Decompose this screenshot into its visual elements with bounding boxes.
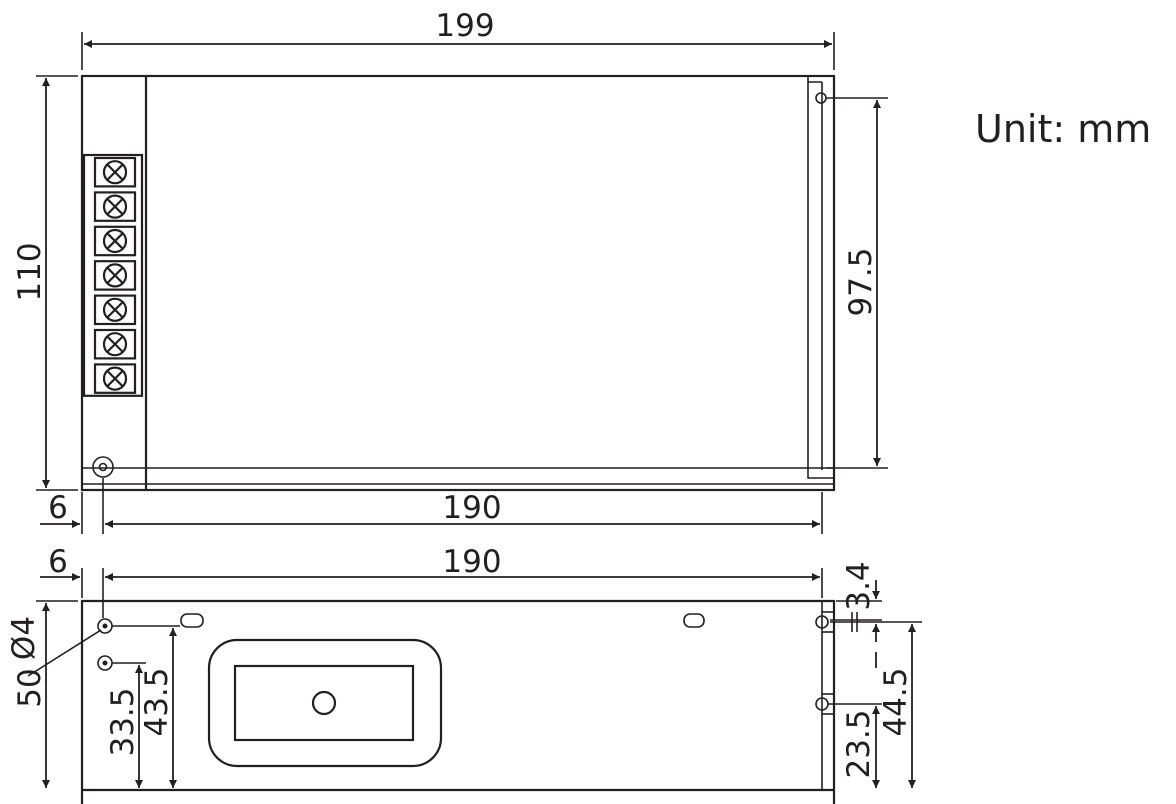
terminal-screw-cross bbox=[106, 301, 124, 319]
dim-body-length-side: 190 bbox=[442, 544, 501, 580]
dim-height: 110 bbox=[12, 242, 48, 301]
right-bracket bbox=[807, 76, 834, 479]
terminal-cell bbox=[93, 225, 137, 257]
side-slot-left bbox=[180, 613, 204, 628]
dim-edge-offset-top: 6 bbox=[48, 490, 68, 526]
unit-label: Unit: mm bbox=[975, 107, 1151, 151]
side-body-outline bbox=[80, 599, 836, 804]
vent-window-inner bbox=[233, 664, 415, 742]
right-hole-top bbox=[815, 615, 829, 629]
dim-hole-height-2: 43.5 bbox=[139, 667, 175, 736]
vent-center-hole bbox=[311, 690, 337, 716]
terminal-screw-icon bbox=[102, 194, 128, 219]
terminal-cell bbox=[93, 328, 137, 360]
hole-leader bbox=[27, 629, 102, 677]
terminal-block bbox=[82, 153, 144, 397]
terminal-screw-icon bbox=[102, 366, 128, 391]
dim-right-hole-height-2: 44.5 bbox=[878, 667, 914, 736]
terminal-screw-cross bbox=[106, 335, 124, 353]
terminal-block-frame bbox=[82, 153, 144, 397]
top-body-outline bbox=[80, 74, 836, 492]
terminal-cell bbox=[93, 191, 137, 222]
dim-body-length-top: 190 bbox=[442, 490, 501, 526]
terminal-screw-icon bbox=[102, 263, 128, 288]
dim-hole-diameter: Ø4 bbox=[6, 616, 42, 660]
dim-overall-length: 199 bbox=[435, 8, 494, 44]
terminal-screw-cross bbox=[106, 266, 124, 284]
side-view bbox=[80, 599, 836, 804]
terminal-screw-icon bbox=[102, 297, 128, 322]
terminal-cell bbox=[93, 156, 137, 188]
terminal-screw-cross bbox=[106, 232, 124, 250]
dim-edge-offset-side: 6 bbox=[48, 544, 68, 580]
dim-right-hole-height-1: 23.5 bbox=[841, 709, 877, 778]
terminal-screw-cross bbox=[106, 163, 124, 181]
terminal-screw-cross bbox=[106, 198, 124, 216]
terminal-screw-icon bbox=[102, 228, 128, 254]
terminal-cell bbox=[93, 363, 137, 394]
dim-right-top-offset: 3.4 bbox=[841, 561, 877, 610]
mount-hole-icon bbox=[92, 456, 114, 478]
top-view bbox=[80, 74, 836, 492]
terminal-cell bbox=[93, 260, 137, 291]
dim-hole-height-1: 33.5 bbox=[105, 687, 141, 756]
dim-mount-spacing: 97.5 bbox=[843, 247, 879, 316]
terminal-cell bbox=[93, 294, 137, 326]
vent-window-outer bbox=[207, 638, 443, 768]
side-slot-right bbox=[683, 613, 705, 628]
top-dimensions: 199 110 97.5 6 190 bbox=[12, 8, 888, 534]
terminal-screw-icon bbox=[102, 160, 128, 185]
top-slot-hole bbox=[815, 92, 827, 104]
terminal-screw-icon bbox=[102, 332, 128, 357]
side-dimensions: 6 190 50 Ø4 33.5 43.5 3.4 23.5 44.5 bbox=[6, 544, 922, 788]
terminal-screw-cross bbox=[106, 370, 124, 388]
